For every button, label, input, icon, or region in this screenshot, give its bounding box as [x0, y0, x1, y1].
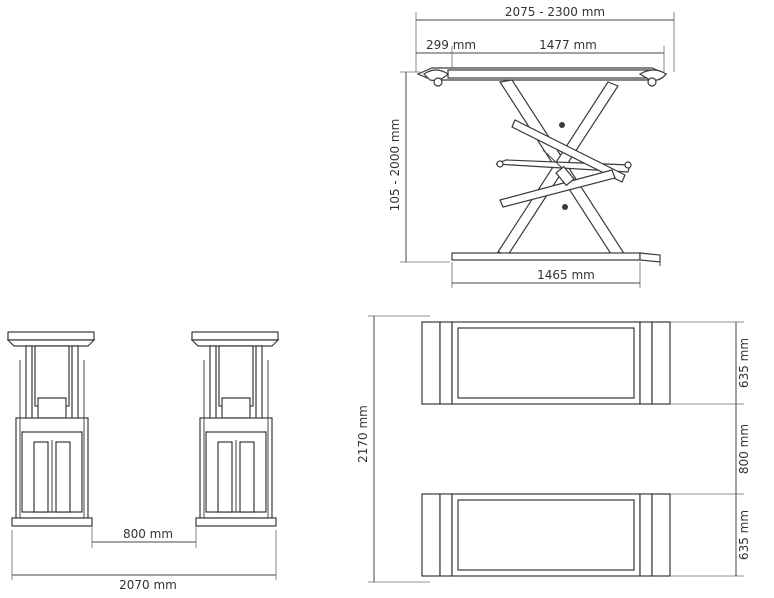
scissor-mechanism	[495, 79, 632, 258]
dim-label-lift-height: 105 - 2000 mm	[388, 119, 402, 212]
dim-top-widths: 635 mm 800 mm 635 mm	[670, 321, 751, 577]
dim-lift-height: 105 - 2000 mm	[388, 71, 450, 263]
dim-ramp-and-platform: 299 mm 1477 mm	[416, 38, 665, 72]
top-platform-upper	[421, 321, 671, 405]
dim-label-inner-gap: 800 mm	[123, 527, 173, 541]
side-view: 2075 - 2300 mm 299 mm 1477 mm 105 - 2000…	[388, 5, 675, 288]
dim-label-gap-between-platforms: 800 mm	[737, 424, 751, 474]
dim-top-overall-length: 2170 mm	[356, 315, 430, 583]
lift-platform	[416, 67, 668, 87]
dim-label-top-overall-length: 2170 mm	[356, 405, 370, 463]
top-view: 2170 mm 635 mm 800 mm	[356, 315, 751, 583]
front-unit-right	[190, 331, 280, 527]
dim-label-overall-length: 2075 - 2300 mm	[505, 5, 605, 19]
top-platform-lower	[421, 493, 671, 577]
front-view: 800 mm 2070 mm	[6, 331, 280, 592]
dim-label-platform-width-top: 635 mm	[737, 338, 751, 388]
dim-label-platform-width-bottom: 635 mm	[737, 510, 751, 560]
dim-label-ramp-extension: 299 mm	[426, 38, 476, 52]
dim-overall-length: 2075 - 2300 mm	[415, 5, 675, 72]
dim-inner-gap: 800 mm	[91, 526, 197, 548]
dim-label-base-length: 1465 mm	[537, 268, 595, 282]
front-unit-left	[6, 331, 96, 527]
dim-label-platform-length: 1477 mm	[539, 38, 597, 52]
dim-overall-width: 2070 mm	[11, 530, 277, 592]
dim-label-overall-width: 2070 mm	[119, 578, 177, 592]
lift-base	[451, 252, 661, 266]
dim-base-length: 1465 mm	[451, 262, 641, 288]
